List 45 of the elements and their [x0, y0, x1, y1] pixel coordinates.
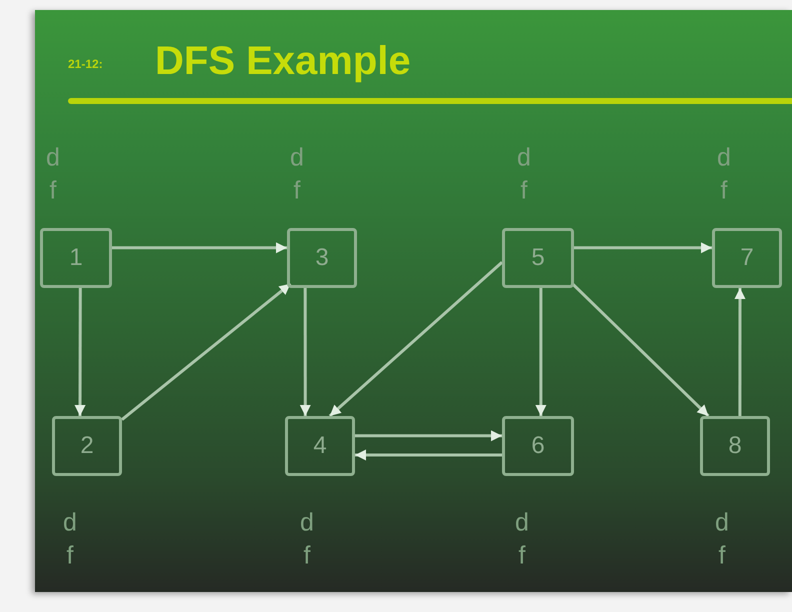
time-label: f — [294, 178, 300, 204]
vertex-number: 1 — [69, 246, 83, 270]
time-label: f — [520, 178, 528, 204]
vertex-box — [287, 228, 357, 288]
vertex-number: 5 — [531, 246, 545, 270]
time-label: f — [304, 544, 310, 568]
arrow — [328, 261, 503, 418]
vertex-box — [285, 416, 355, 476]
time-label: f — [718, 544, 726, 568]
vertex-number: 8 — [728, 434, 742, 458]
time-label: f — [518, 544, 526, 568]
vertex-number: 6 — [531, 434, 545, 458]
arrow — [300, 288, 311, 416]
vertex-number: 3 — [315, 246, 329, 270]
vertex-box — [40, 228, 112, 288]
arrow — [112, 242, 287, 254]
time-label: d — [300, 510, 314, 536]
arrow — [121, 282, 292, 421]
time-label: f — [50, 178, 56, 204]
vertex-box — [52, 416, 122, 476]
vertex-box — [502, 416, 574, 476]
slide-title: DFS Example — [155, 41, 411, 81]
arrow — [74, 288, 86, 416]
time-label: d — [517, 146, 531, 170]
arrow — [535, 288, 546, 416]
time-label: f — [720, 178, 728, 204]
time-label: d — [46, 146, 60, 170]
time-label: d — [63, 510, 77, 536]
arrow — [355, 430, 502, 442]
vertex-box — [700, 416, 770, 476]
vertex-number: 4 — [313, 434, 327, 458]
time-label: d — [290, 146, 304, 170]
arrow — [355, 450, 502, 460]
vertex-box — [502, 228, 574, 288]
section-number: 21-12: — [68, 58, 103, 70]
arrow — [574, 242, 712, 254]
vertex-number: 7 — [740, 246, 754, 270]
vertex-number: 2 — [80, 434, 94, 458]
time-label: f — [66, 544, 74, 568]
time-label: d — [715, 510, 729, 536]
time-label: d — [515, 510, 529, 536]
arrow — [734, 288, 746, 416]
time-label: d — [717, 146, 731, 170]
arrow — [570, 282, 710, 418]
vertex-box — [712, 228, 782, 288]
